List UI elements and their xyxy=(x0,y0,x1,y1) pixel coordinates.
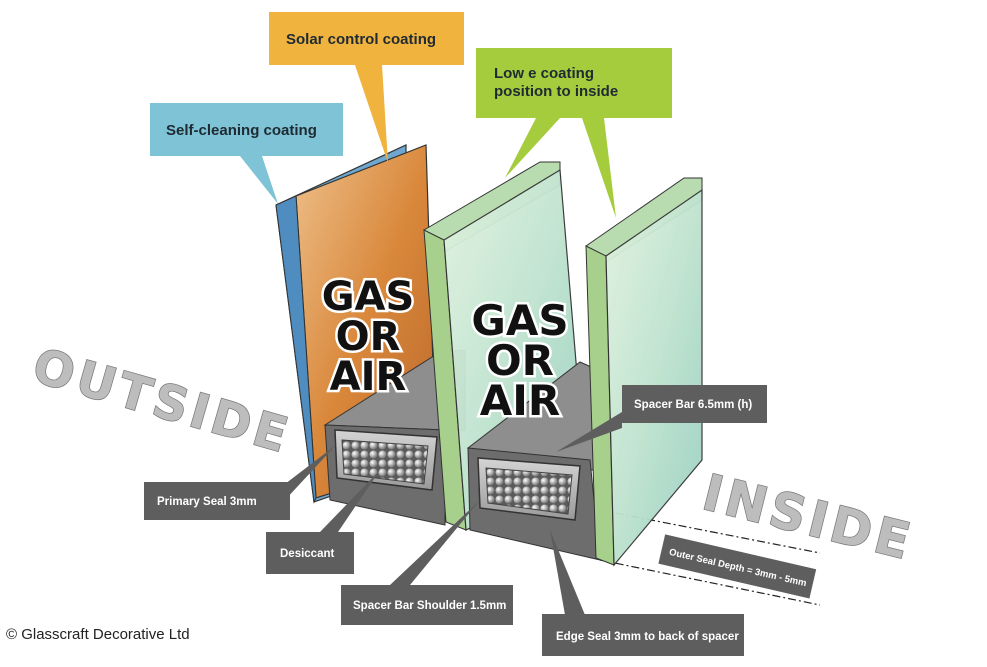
outer-gap-line2: OR xyxy=(336,314,401,360)
outer-gap-label: GAS OR AIR xyxy=(319,272,417,403)
solar-control-callout: Solar control coating xyxy=(269,12,464,163)
primary-seal-callout: Primary Seal 3mm xyxy=(144,445,336,520)
edge-seal-label: Edge Seal 3mm to back of spacer xyxy=(556,631,739,643)
spacer-shoulder-label: Spacer Bar Shoulder 1.5mm xyxy=(353,600,506,612)
outer-gap-line3: AIR xyxy=(330,354,407,400)
edge-seal-callout: Edge Seal 3mm to back of spacer xyxy=(542,530,744,656)
inner-gap-line1: GAS xyxy=(471,296,568,345)
spacer-bar-outer xyxy=(323,349,466,526)
inner-gap-label: GAS OR AIR xyxy=(469,294,571,428)
outer-gap-line1: GAS xyxy=(322,274,415,320)
low-e-callout: Low e coating position to inside xyxy=(476,48,672,218)
desiccant-callout: Desiccant xyxy=(266,470,380,574)
inner-gap-line3: AIR xyxy=(480,376,560,425)
desiccant-label: Desiccant xyxy=(280,548,335,560)
low-e-label-line1: Low e coating xyxy=(494,65,594,82)
spacer-bar-inner xyxy=(466,361,601,561)
copyright-notice: © Glasscraft Decorative Ltd xyxy=(6,626,190,643)
primary-seal-label: Primary Seal 3mm xyxy=(157,496,257,508)
spacer-bar-label: Spacer Bar 6.5mm (h) xyxy=(634,399,752,411)
spacer-shoulder-callout: Spacer Bar Shoulder 1.5mm xyxy=(341,500,513,625)
outside-ground-label: OUTSIDE xyxy=(27,338,298,465)
inner-glass-pane xyxy=(585,177,703,567)
self-cleaning-label: Self-cleaning coating xyxy=(166,122,317,139)
spacer-bar-callout: Spacer Bar 6.5mm (h) xyxy=(556,385,767,452)
solar-control-label: Solar control coating xyxy=(286,31,436,48)
low-e-label-line2: position to inside xyxy=(494,83,618,100)
inner-gap-line2: OR xyxy=(486,336,554,385)
outer-seal-depth-callout: Outer Seal Depth = 3mm - 5mm xyxy=(658,534,817,599)
self-cleaning-callout: Self-cleaning coating xyxy=(150,103,343,204)
